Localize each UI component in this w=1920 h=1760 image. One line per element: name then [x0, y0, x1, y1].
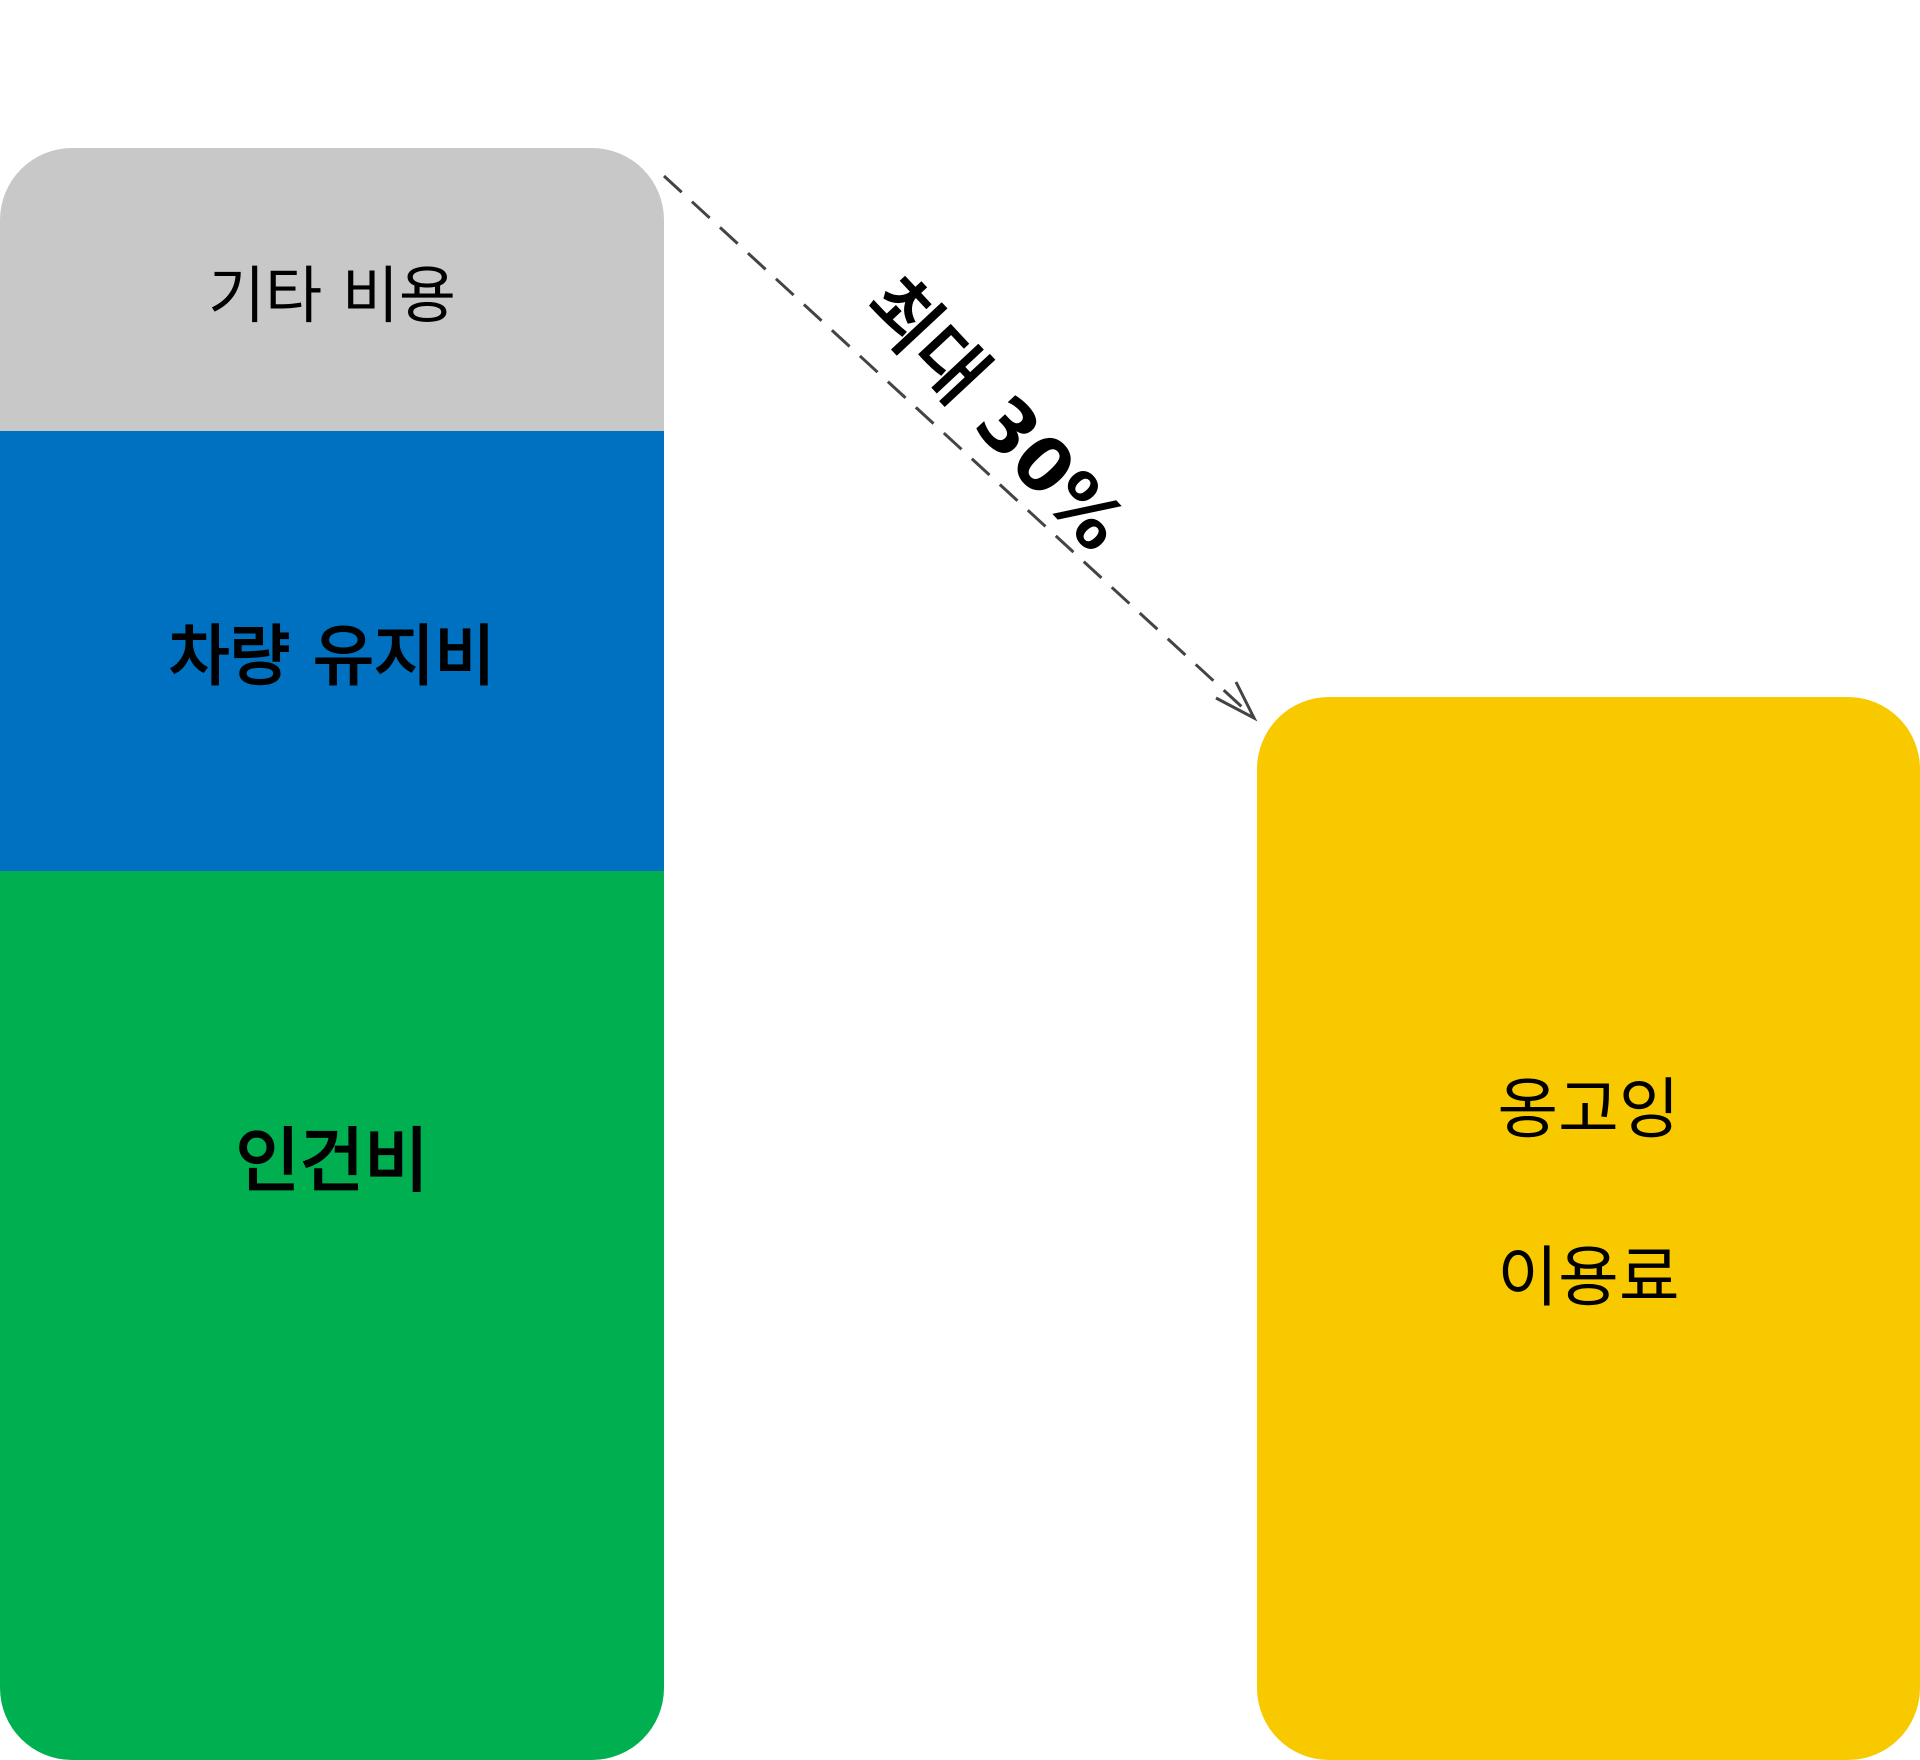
reduction-arrow-head: [1215, 681, 1258, 722]
labor-costs-label: 인건비: [235, 1120, 429, 1202]
labor-costs-segment: 인건비: [0, 871, 664, 1760]
gogoing-fee-label-line1: 옹고잉: [1497, 1070, 1680, 1148]
vehicle-maintenance-segment: 차량 유지비: [0, 431, 664, 871]
vehicle-maintenance-label: 차량 유지비: [168, 618, 496, 695]
gogoing-fee-label-line2: 이용료: [1497, 1238, 1680, 1316]
gogoing-fee-bar: 옹고잉 이용료: [1257, 697, 1920, 1760]
other-costs-segment: 기타 비용: [0, 148, 664, 431]
reduction-arrow-line: [662, 174, 1256, 720]
other-costs-label: 기타 비용: [208, 258, 456, 332]
